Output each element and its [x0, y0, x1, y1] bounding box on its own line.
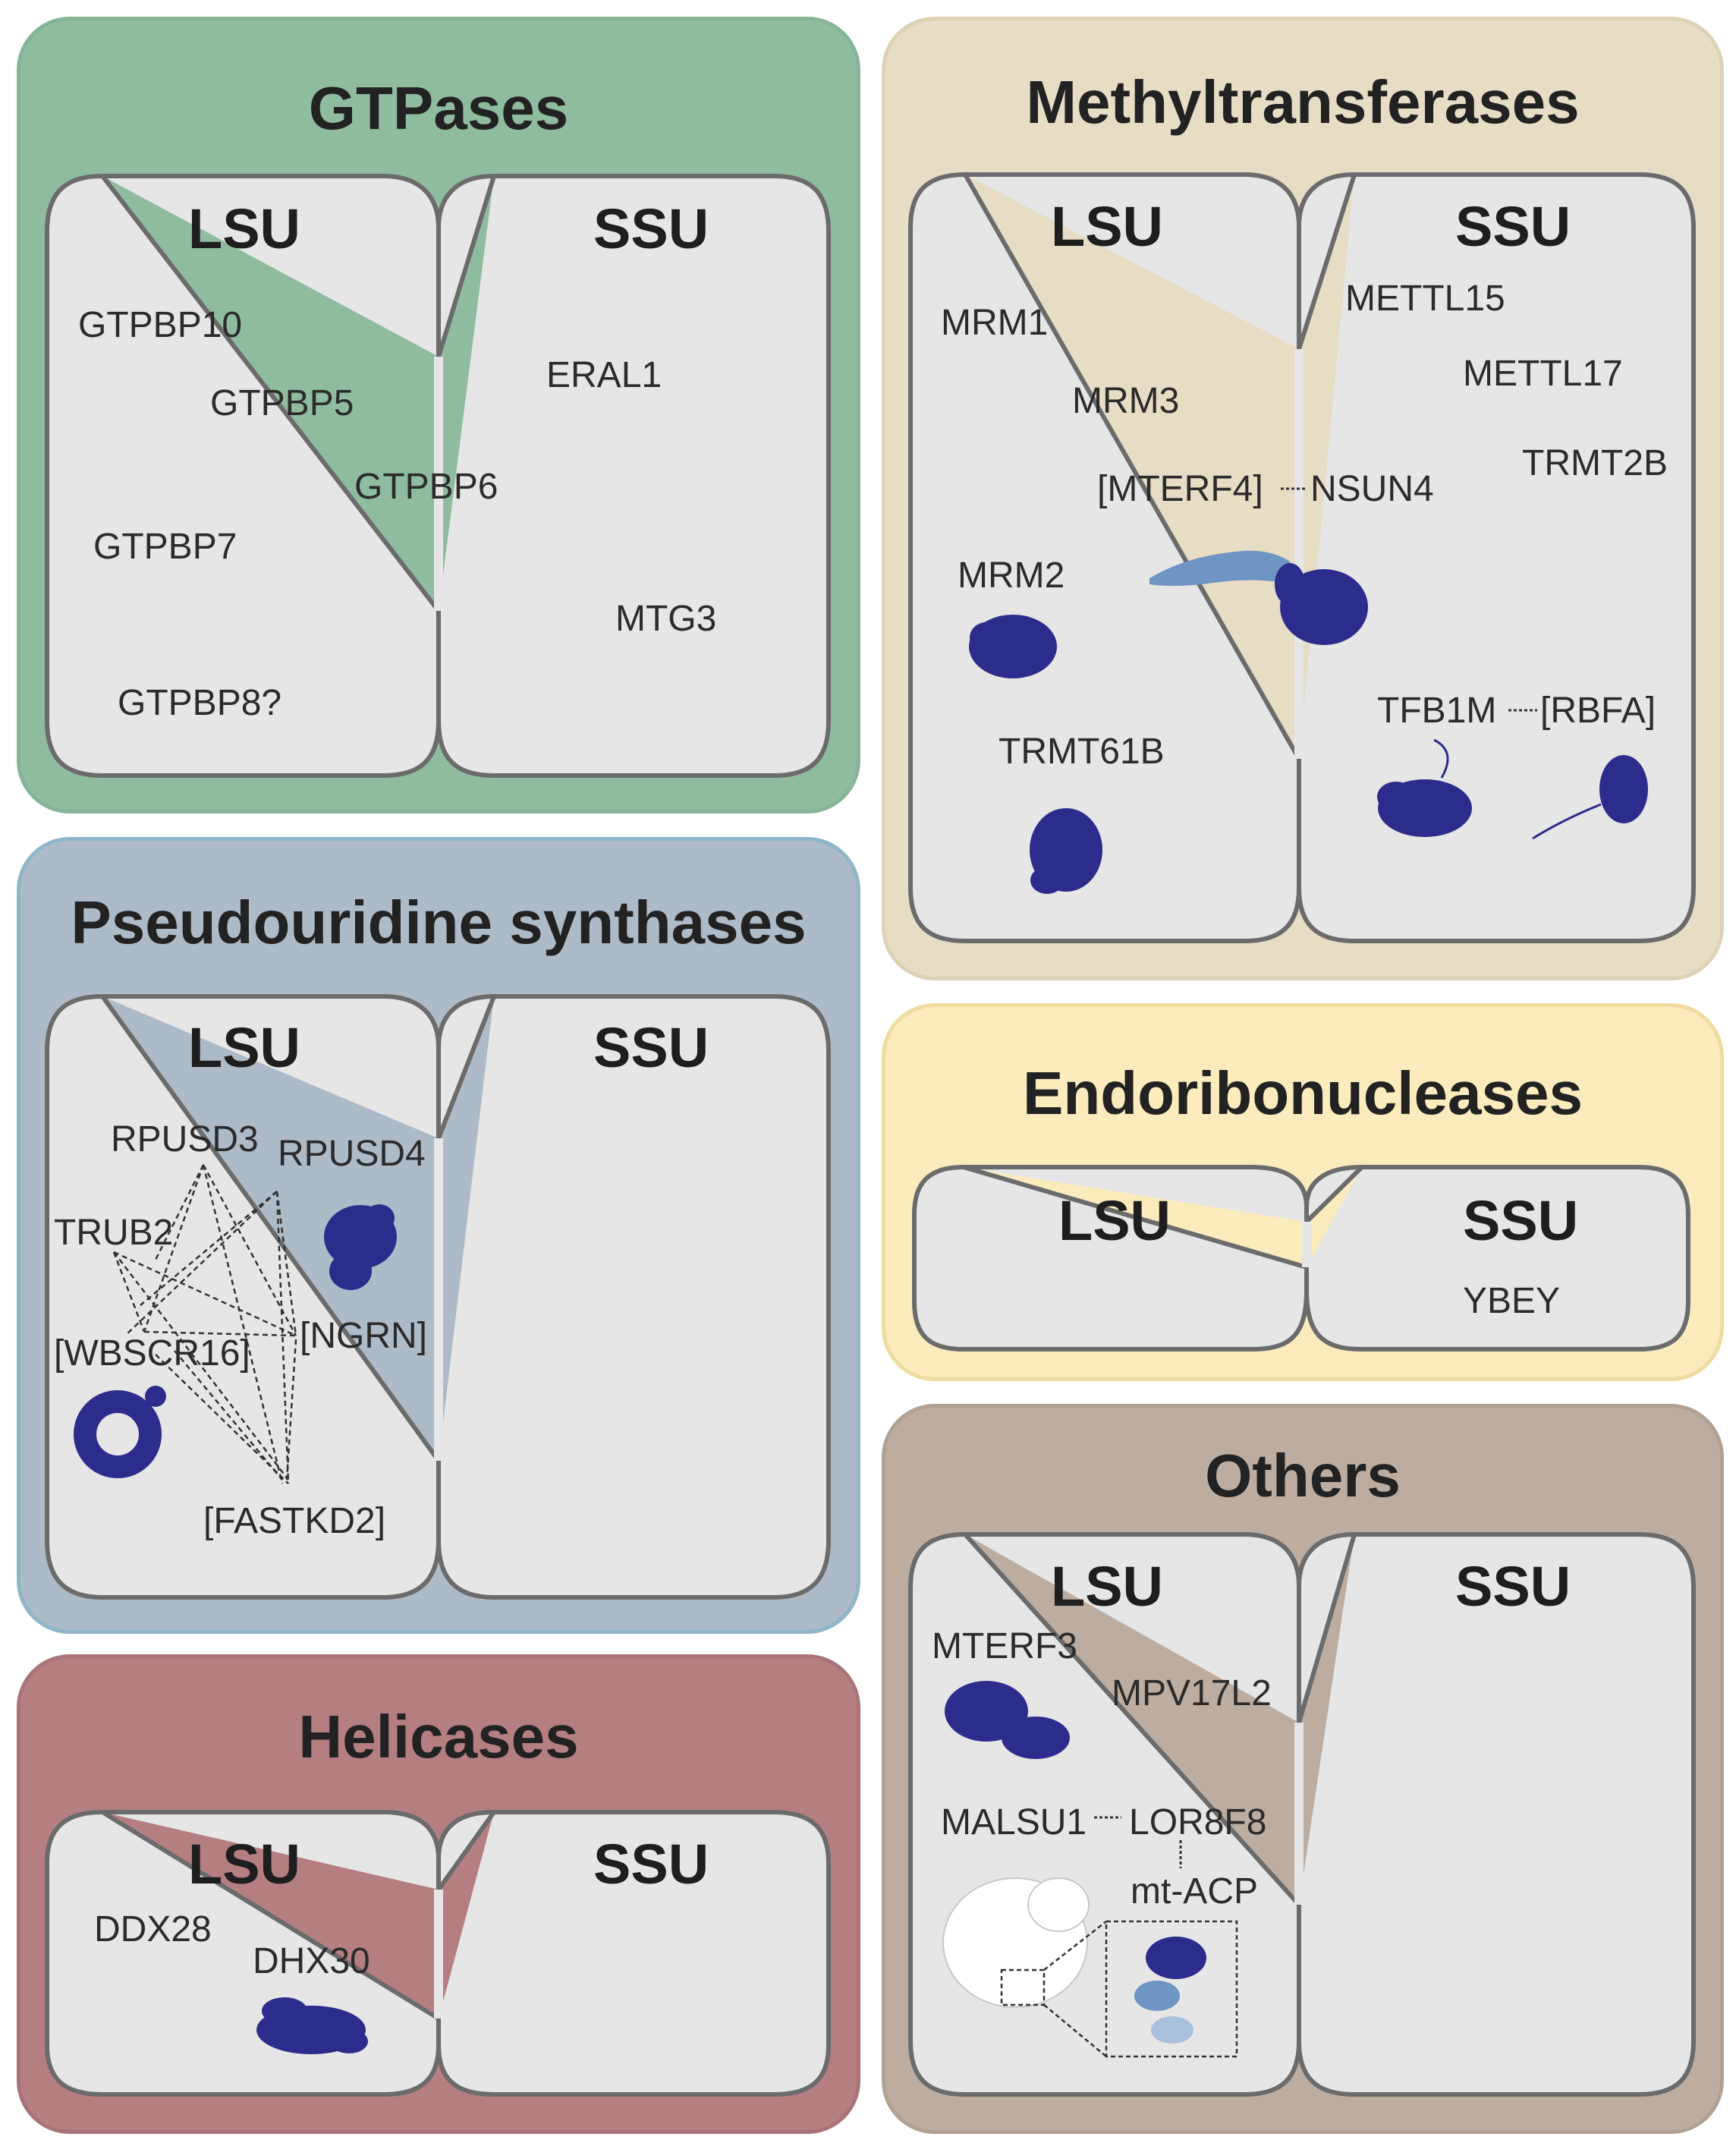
gtpase-label: ERAL1: [546, 355, 662, 395]
dhx30-structure-icon: [256, 1997, 368, 2054]
methyltransferase-label: NSUN4: [1310, 469, 1434, 509]
others-label: LOR8F8: [1129, 1802, 1267, 1842]
interaction-network: [112, 1164, 297, 1484]
ribosome-structure-icon: [942, 1877, 1090, 2008]
pseudouridine-ssu-shape: [436, 993, 831, 1600]
gtpase-label: GTPBP5: [210, 383, 354, 423]
others-title: Others: [1205, 1442, 1401, 1509]
methyltransferase-label: METTL17: [1463, 354, 1623, 394]
rbfa-structure-icon: [1532, 755, 1648, 840]
mrm2-structure-icon: [969, 615, 1057, 678]
others-ssu-header: SSU: [1455, 1555, 1571, 1618]
helicases-ssu-shape: [436, 1809, 831, 2097]
methyltransferase-label: TRMT61B: [999, 732, 1165, 772]
others-label: MALSU1: [941, 1802, 1087, 1842]
others-lsu-header: LSU: [1051, 1555, 1163, 1618]
methyltransferases-ssu-shape: [1297, 172, 1696, 943]
methyltransferase-label: MRM1: [941, 303, 1049, 343]
endoribonucleases-lsu-header: LSU: [1058, 1189, 1171, 1252]
methyltransferase-label: [MTERF4]: [1097, 469, 1263, 509]
methyltransferase-label: [RBFA]: [1540, 691, 1656, 731]
pseudouridine-title: Pseudouridine synthases: [71, 889, 807, 956]
methyltransferases-ssu-header: SSU: [1455, 195, 1571, 258]
gtpases-lsu-header: LSU: [188, 197, 300, 260]
rpusd4-structure-icon: [324, 1204, 397, 1290]
pseudouridine-label: RPUSD4: [278, 1134, 426, 1174]
pseudouridine-ssu-header: SSU: [593, 1016, 709, 1079]
mterf3-structure-icon: [945, 1681, 1070, 1759]
methyltransferases-lsu-header: LSU: [1051, 195, 1163, 258]
others-label: mt-ACP: [1131, 1871, 1258, 1912]
endoribonucleases-title: Endoribonucleases: [1023, 1059, 1583, 1127]
zoom-inset-box: [1105, 1920, 1238, 2058]
gtpases-title: GTPases: [308, 74, 569, 142]
gtpase-label: GTPBP7: [93, 527, 237, 567]
gtpase-label: MTG3: [615, 599, 717, 639]
others-label: MPV17L2: [1112, 1673, 1272, 1713]
endoribonucleases-ssu-header: SSU: [1463, 1189, 1579, 1252]
endoribonucleases-ssu-shape: [1304, 1164, 1690, 1352]
helicases-lsu-header: LSU: [188, 1833, 300, 1896]
helicase-label: DHX30: [253, 1941, 370, 1981]
trmt61b-structure-icon: [1030, 808, 1102, 894]
tfb1m-structure-icon: [1377, 738, 1472, 837]
pseudouridine-label: TRUB2: [54, 1213, 174, 1253]
mterf4-nsun4-structure-icon: [1149, 550, 1368, 645]
gtpase-label: GTPBP8?: [118, 683, 282, 723]
pseudouridine-lsu-header: LSU: [188, 1016, 300, 1079]
others-ssu-shape: [1297, 1531, 1696, 2097]
methyltransferase-label: TFB1M: [1377, 691, 1497, 731]
methyltransferase-label: TRMT2B: [1522, 443, 1668, 483]
mtacp-structure-icon: [1134, 1937, 1206, 2044]
endoribonuclease-label: YBEY: [1463, 1281, 1561, 1321]
zoom-source-box: [1000, 1968, 1046, 2006]
gtpases-ssu-shape: [436, 173, 831, 778]
methyltransferase-label: MRM3: [1072, 381, 1180, 421]
pseudouridine-label: [NGRN]: [300, 1316, 427, 1356]
gtpase-label: GTPBP6: [354, 467, 498, 507]
pseudouridine-label: [FASTKD2]: [203, 1501, 386, 1541]
gtpase-label: GTPBP10: [78, 305, 243, 345]
helicase-label: DDX28: [94, 1909, 212, 1949]
others-label: MTERF3: [932, 1626, 1077, 1666]
methyltransferase-label: MRM2: [958, 555, 1065, 596]
methyltransferase-label: METTL15: [1345, 278, 1505, 319]
gtpases-ssu-header: SSU: [593, 197, 709, 260]
helicases-ssu-header: SSU: [593, 1833, 709, 1896]
pseudouridine-label: RPUSD3: [111, 1119, 259, 1160]
wbscr16-structure-icon: [74, 1386, 166, 1478]
pseudouridine-label: [WBSCR16]: [54, 1333, 250, 1374]
helicases-title: Helicases: [298, 1703, 579, 1770]
methyltransferases-title: Methyltransferases: [1026, 68, 1580, 136]
